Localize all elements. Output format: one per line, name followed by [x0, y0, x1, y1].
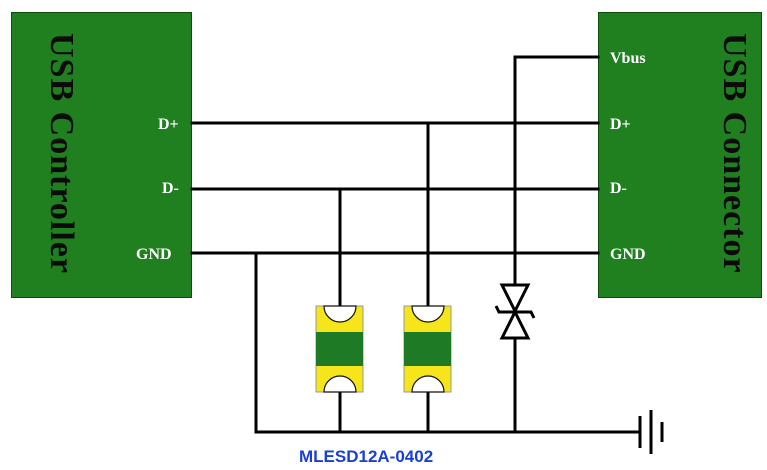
controller-pin-dminus: D-	[162, 180, 179, 197]
tvs-diode-icon	[494, 283, 536, 340]
usb-controller-title: USB Controller	[43, 33, 80, 274]
controller-pin-dplus: D+	[158, 116, 179, 133]
controller-pin-gnd: GND	[136, 246, 172, 263]
connector-pin-vbus: Vbus	[610, 50, 646, 67]
esd-suppressor-icon	[403, 305, 452, 393]
connector-pin-dplus: D+	[610, 116, 631, 133]
part-number-caption: MLESD12A-0402	[299, 447, 434, 466]
connector-pin-gnd: GND	[610, 246, 646, 263]
esd-suppressor-icon	[315, 305, 364, 393]
usb-connector-block: USB Connector Vbus D+ D- GND	[598, 12, 762, 298]
usb-connector-title: USB Connector	[716, 33, 753, 274]
connector-pin-dminus: D-	[610, 180, 627, 197]
usb-controller-block: USB Controller D+ D- GND	[11, 12, 192, 298]
ground-icon	[638, 410, 664, 454]
